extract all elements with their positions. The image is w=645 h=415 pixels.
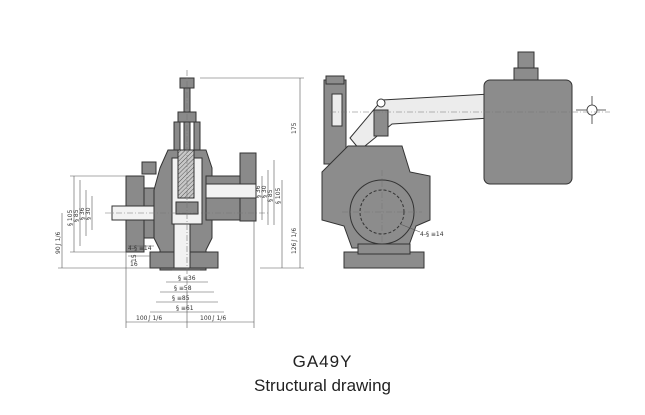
dim-height-lower: 126∫ 1/6: [291, 228, 298, 254]
dim-flange-bc-right: § 85: [267, 189, 274, 202]
section-dimensions: [58, 77, 304, 328]
dim-thickness-16: 16: [130, 261, 138, 268]
bonnet-bracket-right: [193, 121, 201, 151]
section-view: [105, 70, 270, 292]
exterior-dimension-labels: 4-§ ≡14: [399, 223, 444, 238]
section-dimension-labels: 175 126∫ 1/6 90∫ 1/6 § 105 § 85 § 36 § 3…: [55, 122, 298, 322]
dim-flange-rf-left: § 36: [79, 207, 86, 220]
bonnet-bracket-left: [173, 121, 181, 151]
cap-plug: [141, 161, 157, 175]
dim-bottom-d1: § ≡36: [178, 275, 196, 282]
exterior-view: [321, 51, 610, 269]
dim-bore-right-inner: § 36: [255, 185, 262, 198]
lever-arm: [349, 93, 491, 151]
dim-thickness-15: 15: [131, 254, 138, 262]
dim-half-width-left: 100∫ 1/6: [136, 315, 162, 322]
dim-bolt-holes-right: 4-§ ≡14: [420, 231, 444, 238]
model-number: GA49Y: [292, 352, 353, 371]
dim-height-left: 90∫ 1/6: [55, 231, 62, 254]
lever-pin-block: [373, 109, 389, 137]
drawing-subtitle: Structural drawing: [253, 376, 391, 395]
dim-bottom-d2: § ≡58: [174, 285, 192, 292]
dim-height-total: 175: [291, 122, 298, 134]
dim-bottom-d3: § ≡85: [172, 295, 190, 302]
dim-flange-bc-left: § 85: [73, 209, 80, 222]
bottom-bore: [173, 223, 191, 269]
outlet-bore-right: [205, 183, 257, 199]
dim-half-width-right: 100∫ 1/6: [200, 315, 226, 322]
dim-flange-od-left: § 105: [67, 209, 74, 226]
dim-bottom-d4: § ≡61: [176, 305, 194, 312]
weight-nut-base: [513, 67, 539, 81]
bracket-insert: [331, 93, 343, 127]
dim-flange-od-right: § 105: [275, 187, 282, 204]
crosshair-circle-icon: [576, 96, 606, 124]
dim-bolt-holes-left: 4-§ ≡14: [128, 245, 152, 252]
weight-nut: [517, 51, 535, 71]
exterior-base-neck: [357, 243, 411, 255]
bracket-top: [325, 75, 345, 85]
dim-bore-right: § 30: [261, 185, 268, 198]
dim-bore-left: § 30: [85, 207, 92, 220]
counterweight: [483, 79, 573, 185]
spring: [177, 149, 195, 199]
